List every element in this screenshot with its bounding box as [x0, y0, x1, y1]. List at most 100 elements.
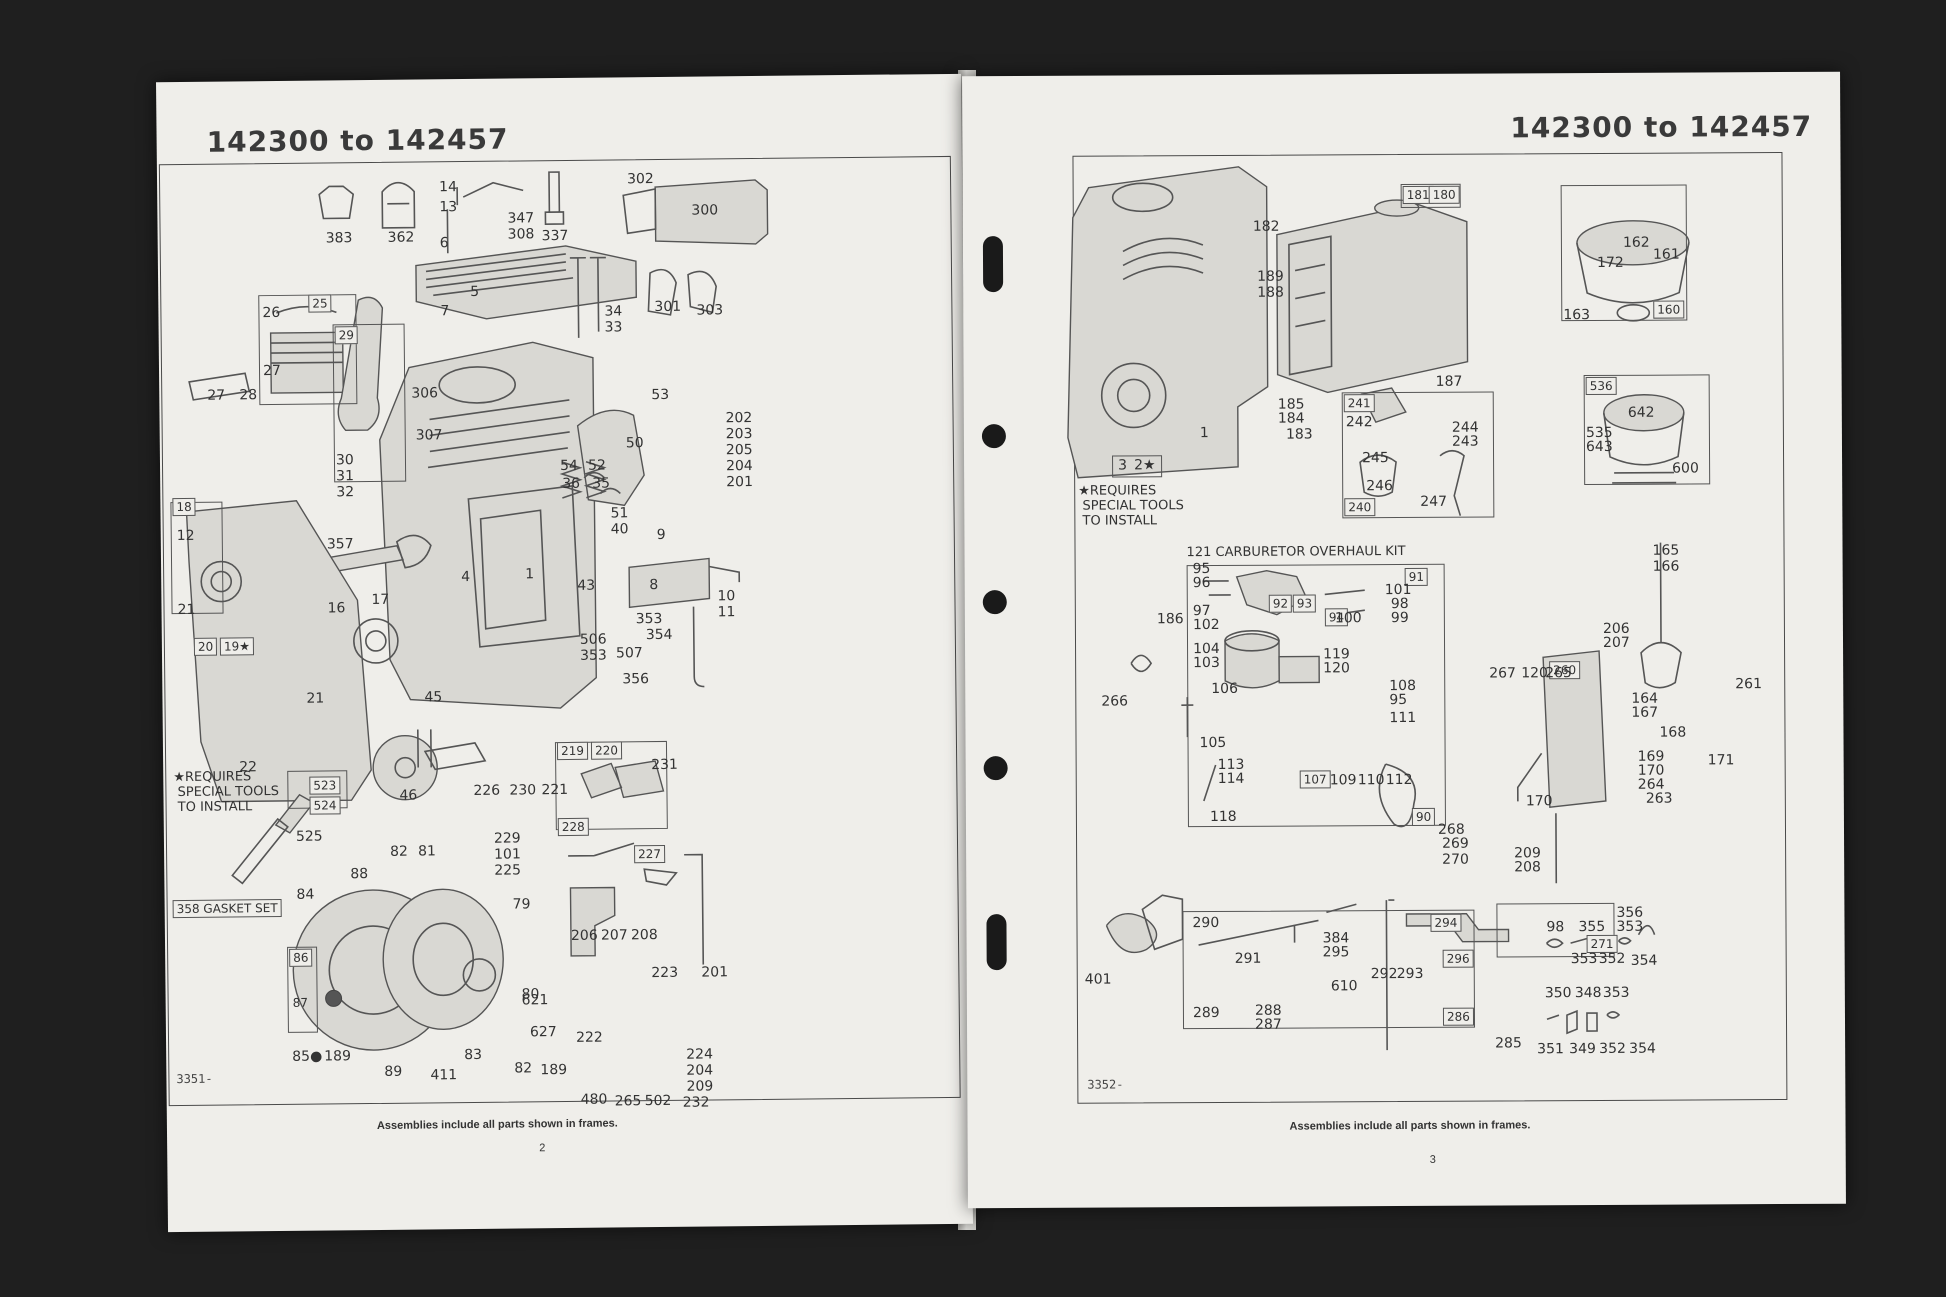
- part-label: 189: [1257, 268, 1284, 285]
- part-label: 261: [1735, 676, 1763, 693]
- part-label: 81: [417, 843, 436, 860]
- part-label: 98: [1546, 919, 1565, 936]
- frame-tag-86: 86: [289, 948, 313, 967]
- part-label: 525: [295, 828, 323, 845]
- part-label: 353: [579, 647, 607, 664]
- part-label: 352: [1599, 1040, 1626, 1057]
- frame-tag-3: 3: [1118, 457, 1128, 474]
- frame-tag-241: 241: [1343, 394, 1375, 413]
- frame-tag-20: 20: [193, 637, 218, 656]
- part-label: 21: [177, 601, 196, 619]
- part-label: 287: [1254, 1016, 1282, 1033]
- part-label: 52: [587, 457, 606, 474]
- gasket-set-label: 358 GASKET SET: [172, 898, 282, 919]
- frame-tag-19: 19★: [219, 637, 255, 656]
- frame-tag-294: 294: [1430, 913, 1462, 932]
- part-label: 207: [600, 927, 628, 944]
- part-label: 21: [306, 690, 325, 707]
- frame-tag-87: 87: [292, 995, 309, 1010]
- part-label: 480: [580, 1091, 608, 1108]
- part-label: 189: [540, 1061, 568, 1079]
- part-label: 27: [207, 387, 226, 404]
- frame-tag-219: 219: [556, 741, 589, 761]
- part-label: 120: [1521, 665, 1548, 682]
- part-label: 267: [1489, 665, 1516, 682]
- frame-tag-220: 220: [590, 741, 623, 760]
- part-label: 348: [1574, 984, 1602, 1002]
- part-label: 353: [1602, 984, 1630, 1001]
- frame-tag-90: 90: [1411, 807, 1436, 826]
- part-label: 242: [1345, 414, 1373, 431]
- part-label: 50: [625, 435, 644, 452]
- frame-tag-524: 524: [309, 796, 341, 815]
- part-label: 307: [415, 427, 443, 444]
- frame-tag-642: 642: [1627, 404, 1655, 421]
- part-label: 40: [610, 521, 629, 538]
- part-label: 118: [1209, 808, 1237, 826]
- part-label: 302: [626, 171, 654, 188]
- part-label: 337: [541, 227, 569, 245]
- part-label: 101: [494, 846, 521, 863]
- part-label: 507: [615, 645, 643, 662]
- part-label: 347: [507, 210, 535, 227]
- part-label: 353: [1616, 918, 1644, 935]
- part-label: 247: [1420, 493, 1448, 510]
- part-label: 46: [399, 787, 418, 804]
- part-label: 103: [1193, 654, 1220, 672]
- part-label: 265: [614, 1093, 642, 1110]
- part-label: 231: [651, 756, 678, 774]
- part-label: 354: [1629, 1040, 1656, 1057]
- part-label: 35: [592, 475, 611, 492]
- frame-tag-93: 93: [1292, 594, 1317, 613]
- part-label: 167: [1631, 704, 1659, 721]
- part-label: 53: [651, 386, 670, 404]
- part-label: 183: [1285, 426, 1313, 443]
- part-label: 308: [507, 226, 535, 243]
- left-page: 142300 to 142457: [156, 73, 973, 1233]
- part-label: 208: [630, 927, 658, 944]
- part-label: 232: [682, 1094, 710, 1111]
- part-label: 289: [1192, 1004, 1220, 1022]
- part-label: 610: [1330, 978, 1358, 995]
- part-label: 186: [1156, 611, 1184, 628]
- part-label: 28: [239, 387, 258, 404]
- part-label: 621: [521, 992, 549, 1009]
- part-label: 34: [604, 303, 623, 320]
- part-label: 7: [440, 303, 450, 320]
- part-label: 201: [701, 964, 729, 981]
- part-label: 206: [570, 927, 598, 944]
- carburetor-kit-label: 121 CARBURETOR OVERHAUL KIT: [1186, 543, 1406, 561]
- part-label: 82: [389, 843, 408, 860]
- part-label: 12: [176, 527, 195, 545]
- part-label: 354: [645, 626, 673, 644]
- part-label: 100: [1334, 610, 1362, 627]
- part-label: 300: [691, 202, 719, 219]
- part-label: 45: [424, 689, 443, 706]
- frame-tag-29: 29: [334, 326, 359, 345]
- part-label: 353: [635, 610, 663, 628]
- part-label: 89: [384, 1063, 403, 1080]
- part-label: 110: [1357, 772, 1385, 789]
- part-label: 161: [1652, 246, 1680, 263]
- part-label: 411: [430, 1067, 458, 1084]
- part-label: 293: [1396, 965, 1424, 983]
- part-label: 266: [1101, 693, 1129, 710]
- part-label: 352: [1598, 950, 1626, 967]
- part-label: 27: [262, 362, 281, 380]
- part-label: 204: [725, 458, 753, 475]
- frame-tag-523: 523: [309, 776, 341, 795]
- part-label: 222: [575, 1029, 603, 1046]
- part-label: 114: [1217, 770, 1245, 787]
- frame-tag-8: 8: [649, 577, 659, 594]
- part-label: 26: [262, 304, 281, 322]
- part-label: 401: [1084, 971, 1112, 988]
- part-label: 106: [1211, 680, 1239, 698]
- part-label: 349: [1569, 1041, 1596, 1058]
- part-label: 43: [577, 577, 596, 594]
- frame-tag-25: 25: [308, 294, 332, 313]
- part-label: 11: [717, 604, 736, 621]
- frame-tag-5: 5: [470, 283, 480, 300]
- part-label: 355: [1578, 918, 1606, 936]
- part-label: 30: [335, 452, 354, 469]
- part-label: 171: [1707, 752, 1735, 769]
